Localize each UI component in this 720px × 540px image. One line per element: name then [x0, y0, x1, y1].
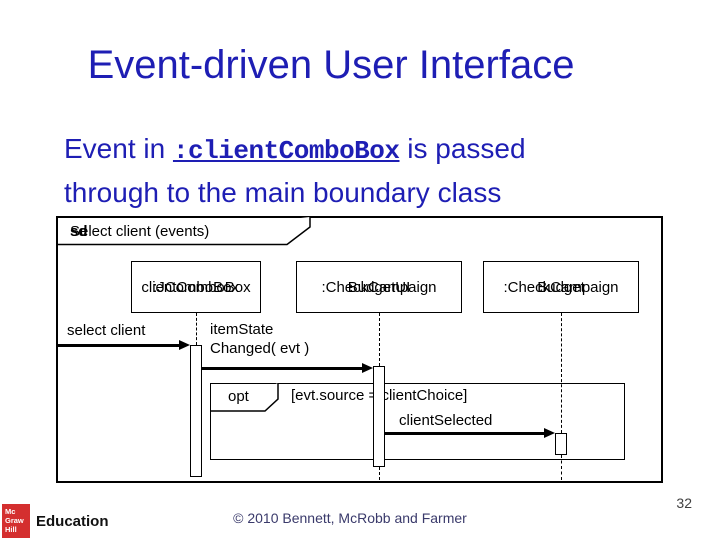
- lifeline-head-checkcampaignbudget: :CheckCampaign Budget: [483, 261, 639, 313]
- lifeline-head-clientcombobox: clientComboBox :JComboBox: [131, 261, 261, 313]
- page-number: 32: [676, 495, 692, 511]
- sequence-diagram-frame: sd Select client (events) clientComboBox…: [56, 216, 663, 483]
- lifeline-name: clientComboBox: [141, 278, 251, 296]
- lifeline-type: :JComboBox: [153, 278, 239, 296]
- lifeline-head-checkcampaignbudgetui: :CheckCampaign BudgetUI: [296, 261, 462, 313]
- opt-pentagon-shape: [210, 383, 279, 412]
- lifeline-name: :CheckCampaign: [321, 278, 437, 296]
- logo-line-hill: Hill: [5, 525, 17, 534]
- arrowhead-clientselected: [544, 428, 555, 438]
- sd-frame-title: Select client (events): [70, 223, 210, 240]
- sd-frame-label-shape: [57, 217, 311, 246]
- message-label-clientselected: clientSelected: [399, 412, 493, 429]
- message-arrow-itemstatechanged: [202, 367, 364, 370]
- sd-keyword: sd: [70, 223, 88, 240]
- mcgraw-hill-logo: Mc Graw Hill: [2, 504, 30, 538]
- body-line2: through to the main boundary class: [64, 177, 502, 208]
- message-arrow-clientselected: [385, 432, 546, 435]
- slide-title: Event-driven User Interface: [87, 43, 575, 87]
- lifeline-name: :CheckCampaign: [503, 278, 619, 296]
- logo-line-graw: Graw: [5, 516, 24, 525]
- message-label-select-client: select client: [67, 322, 146, 339]
- lifeline-type: BudgetUI: [347, 278, 411, 296]
- lifeline-dashed-1: [196, 313, 197, 345]
- copyright-text: © 2010 Bennett, McRobb and Farmer: [233, 510, 467, 526]
- message-arrow-select-client: [58, 344, 181, 347]
- lifeline-dashed-3-lower: [561, 455, 562, 480]
- lifeline-dashed-3: [561, 313, 562, 433]
- activation-bar-budgetui: [373, 366, 385, 467]
- itemstate-line2: Changed( evt ): [210, 340, 310, 357]
- education-brand-text: Education: [36, 513, 109, 530]
- arrowhead-select-client: [179, 340, 190, 350]
- itemstate-line1: itemState: [210, 321, 274, 338]
- body-code-clientcombobox: :clientComboBox: [172, 136, 400, 166]
- body-line1-prefix: Event in: [64, 133, 173, 164]
- lifeline-dashed-2-lower: [379, 467, 380, 480]
- arrowhead-itemstatechanged: [362, 363, 373, 373]
- activation-bar-budget: [555, 433, 567, 455]
- lifeline-type: Budget: [537, 278, 585, 296]
- activation-bar-clientcombobox: [190, 345, 202, 477]
- opt-operator-label: opt: [228, 388, 249, 405]
- logo-line-mc: Mc: [5, 507, 16, 516]
- lifeline-dashed-2: [379, 313, 380, 366]
- slide-body-text: Event in :clientComboBox is passed throu…: [64, 128, 664, 214]
- body-line1-suffix: is passed: [399, 133, 526, 164]
